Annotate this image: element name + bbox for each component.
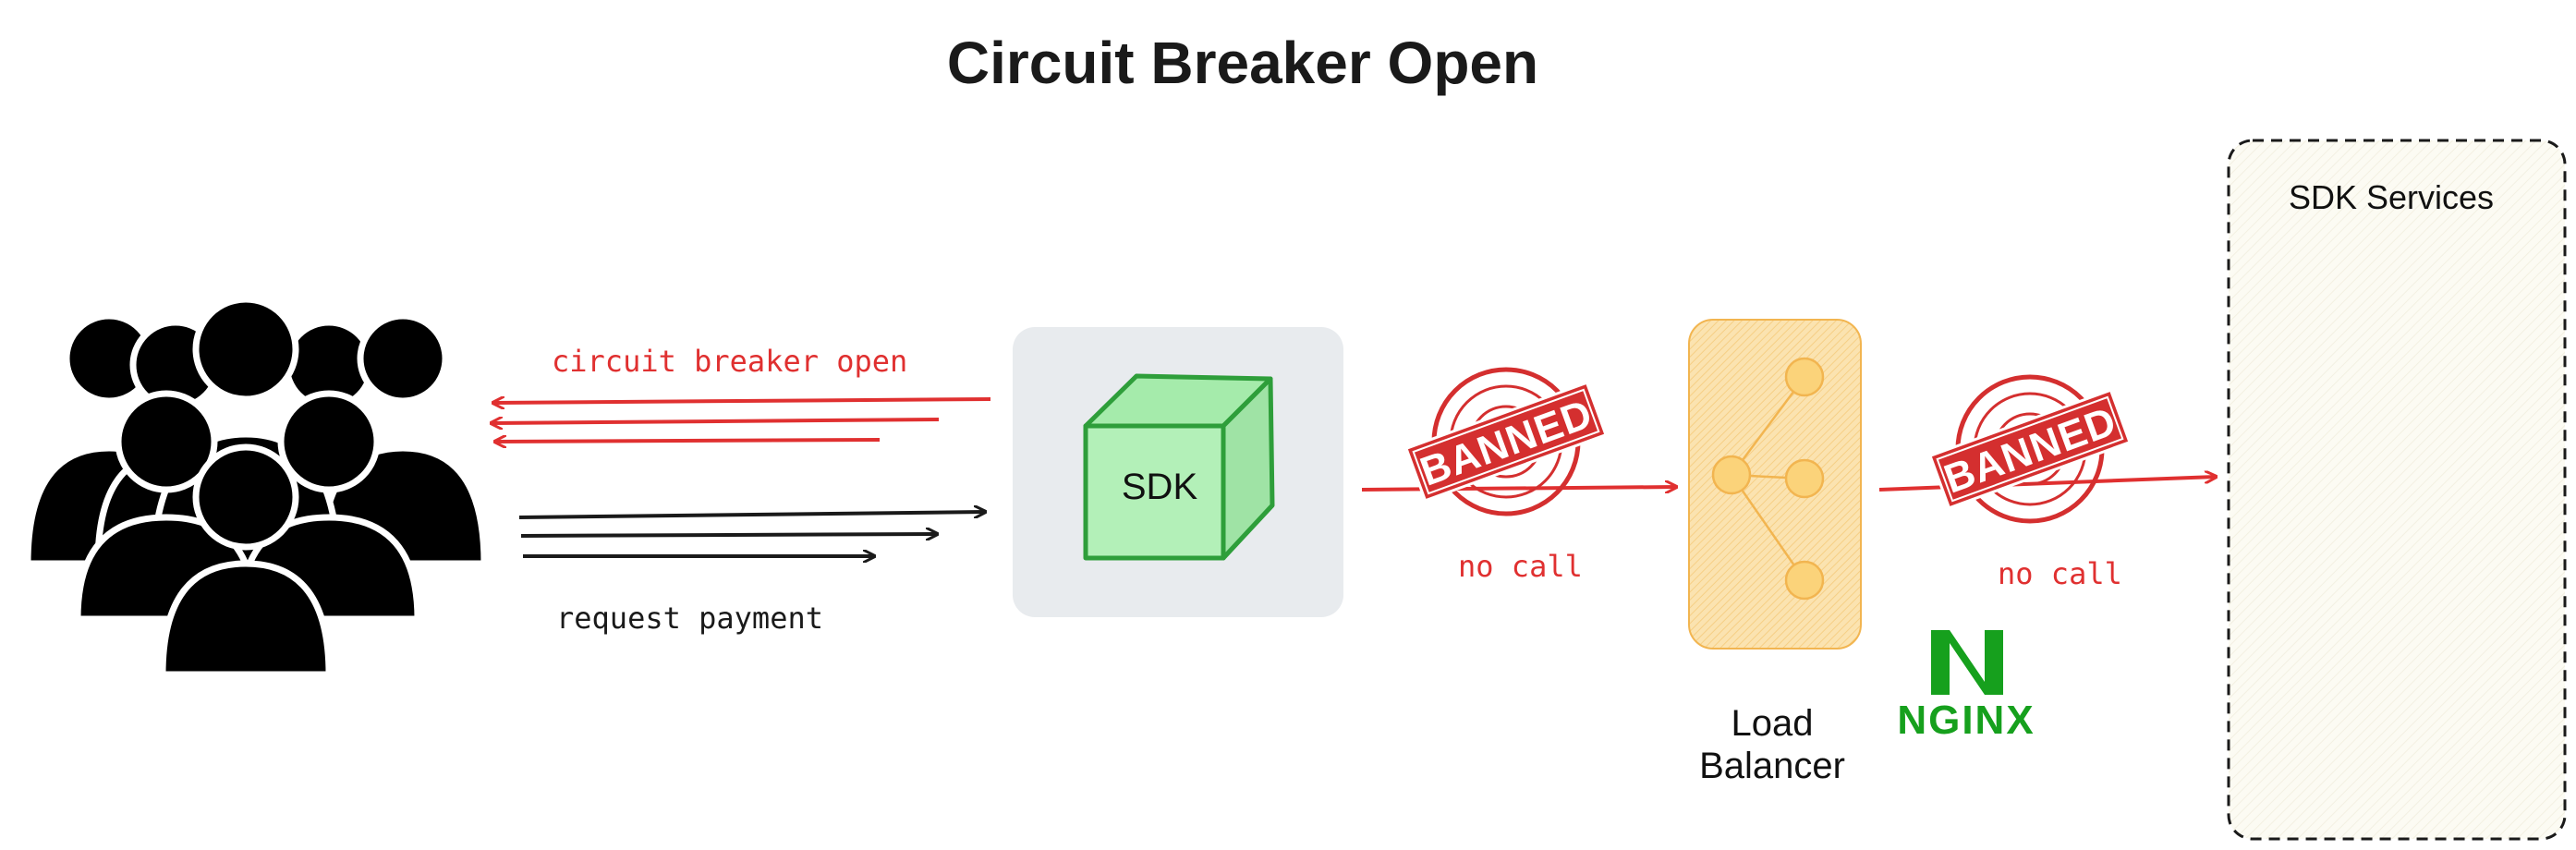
- circuit-breaker-arrows: [492, 399, 991, 442]
- no-call-arrow-2: [1878, 477, 2216, 492]
- sdk-services-node: SDK Services: [2227, 139, 2567, 841]
- load-balancer-label-line1: Load: [1732, 703, 1814, 744]
- return-arrow-1: [493, 399, 991, 403]
- load-balancer-node: Load Balancer: [1688, 319, 1862, 786]
- banned-stamp-icon: BANNED: [1928, 374, 2132, 524]
- load-balancer-label-line2: Balancer: [1699, 746, 1845, 786]
- banned-stamp-icon: BANNED: [1404, 367, 1608, 516]
- sdk-label: SDK: [1122, 467, 1198, 507]
- request-arrows: [518, 512, 985, 556]
- no-call-label-1: no call: [1458, 549, 1583, 584]
- return-arrow-2: [492, 419, 940, 423]
- sdk-services-box: [2227, 139, 2567, 841]
- people-group-icon: [24, 296, 488, 678]
- sdk-node: SDK: [1013, 327, 1343, 617]
- request-arrow-1: [518, 512, 985, 519]
- nginx-logo-text: NGINX: [1897, 698, 2035, 743]
- no-call-label-2: no call: [1998, 556, 2122, 591]
- no-call-arrow-1: [1361, 487, 1676, 490]
- request-payment-label: request payment: [556, 601, 823, 636]
- nginx-logo: NGINX: [1897, 630, 2035, 743]
- page-title: Circuit Breaker Open: [947, 30, 1538, 96]
- load-balancer-tree-icon: [1711, 357, 1825, 601]
- sdk-services-label: SDK Services: [2289, 178, 2494, 216]
- circuit-breaker-label: circuit breaker open: [552, 344, 907, 379]
- request-arrow-2: [520, 534, 937, 536]
- return-arrow-3: [495, 440, 881, 442]
- cube-icon: [1083, 373, 1275, 561]
